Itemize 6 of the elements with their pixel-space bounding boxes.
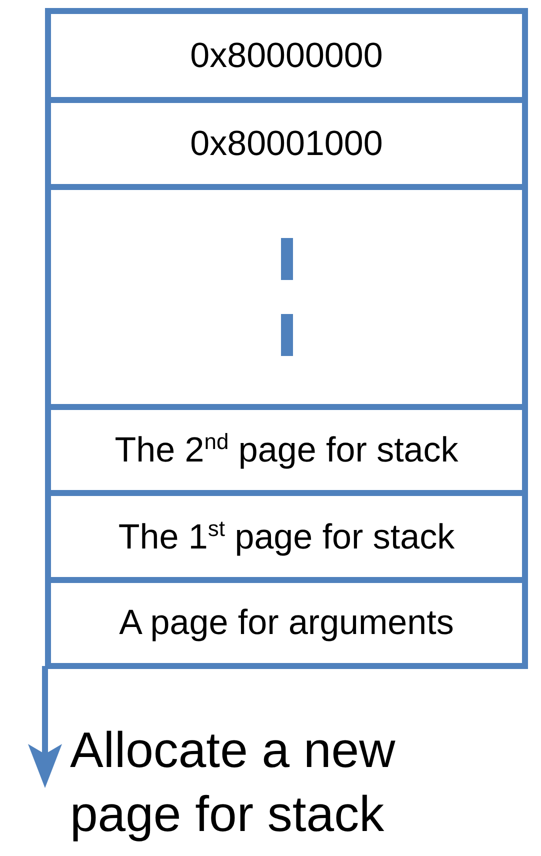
annotation-text: Allocate a new page for stack (70, 721, 396, 844)
page-label: 0x80001000 (190, 124, 383, 164)
page-label: 0x80000000 (190, 36, 383, 76)
page-label: The 2$^{nd}$ page for stack (114, 429, 458, 471)
page-label: The 1$^{st}$ page for stack (118, 516, 455, 558)
page-label: A page for arguments (119, 603, 454, 643)
